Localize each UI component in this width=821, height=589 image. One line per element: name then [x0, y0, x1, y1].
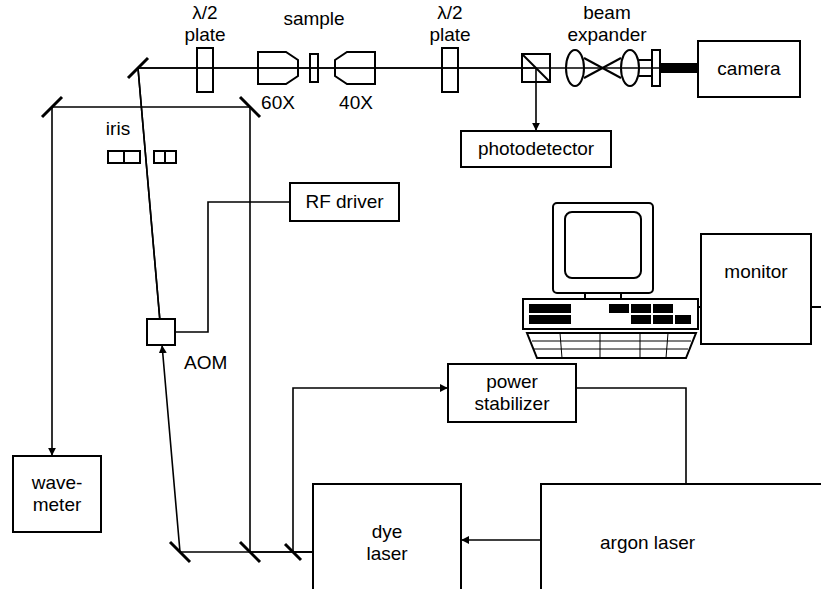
panel-button — [654, 316, 672, 323]
beam-or-wire — [138, 68, 697, 318]
disk-drive — [530, 305, 570, 312]
component-label: iris — [98, 118, 138, 140]
component-label-text: beam expander — [552, 2, 662, 46]
component-name: wave- meter — [22, 472, 92, 516]
wave-plate — [442, 48, 458, 92]
panel-button — [632, 316, 650, 323]
component-label: beam expander — [552, 2, 662, 46]
component-label-text: sample — [274, 8, 354, 30]
panel-button — [654, 305, 672, 312]
driver-box: RF driver — [289, 182, 400, 222]
iris-blade — [164, 151, 166, 163]
component-name: argon laser — [600, 532, 695, 554]
beam-or-wire — [138, 68, 536, 318]
panel-button — [676, 316, 690, 323]
computer-unit — [523, 299, 698, 329]
component-name: monitor — [724, 261, 787, 283]
disk-drive — [530, 316, 570, 323]
keyboard-keys — [560, 333, 562, 358]
beam-ray — [639, 59, 652, 61]
component-name: RF driver — [305, 191, 383, 213]
laser-box: dye laser — [312, 483, 462, 589]
iris-blade — [108, 151, 140, 163]
beam-or-wire — [462, 539, 540, 541]
keyboard-keys — [666, 333, 668, 358]
component-label-text: 60X — [253, 92, 303, 114]
component-label-text: λ/2 plate — [177, 2, 233, 46]
panel-button — [610, 305, 628, 312]
component-label: 40X — [331, 92, 381, 114]
component-label: sample — [274, 8, 354, 30]
component-label-text: 40X — [331, 92, 381, 114]
component-label: 60X — [253, 92, 303, 114]
wave-plate — [197, 48, 213, 92]
beam-or-wire — [577, 388, 686, 483]
keyboard-keys — [640, 333, 641, 358]
component-name: camera — [717, 58, 780, 80]
keyboard-keys — [534, 349, 688, 350]
component-label-text: iris — [98, 118, 138, 140]
modulator-box: AOM — [146, 318, 176, 346]
iris-blade — [154, 151, 176, 163]
beam-ray — [639, 75, 652, 77]
panel-button — [632, 305, 650, 312]
component-label: λ/2 plate — [422, 2, 478, 46]
component-name: dye laser — [357, 521, 417, 565]
keyboard — [527, 333, 696, 358]
computer-screen — [565, 212, 641, 278]
iris-blade — [123, 151, 125, 163]
beam-or-wire — [176, 202, 289, 332]
computer-monitor — [553, 203, 653, 293]
stabilizer-box: power stabilizer — [447, 363, 577, 423]
detector-box: photodetector — [460, 130, 612, 168]
beam-or-wire — [162, 346, 312, 552]
component-name: photodetector — [478, 138, 594, 160]
laser-box: argon laser — [540, 483, 821, 589]
wavemeter-box: wave- meter — [12, 455, 102, 533]
component-label-text: λ/2 plate — [422, 2, 478, 46]
monitor-box: monitor — [700, 233, 812, 345]
component-name: AOM — [184, 352, 227, 374]
component-name: power stabilizer — [457, 371, 567, 415]
keyboard-keys — [600, 333, 601, 358]
camera-box: camera — [697, 40, 801, 98]
component-label: λ/2 plate — [177, 2, 233, 46]
